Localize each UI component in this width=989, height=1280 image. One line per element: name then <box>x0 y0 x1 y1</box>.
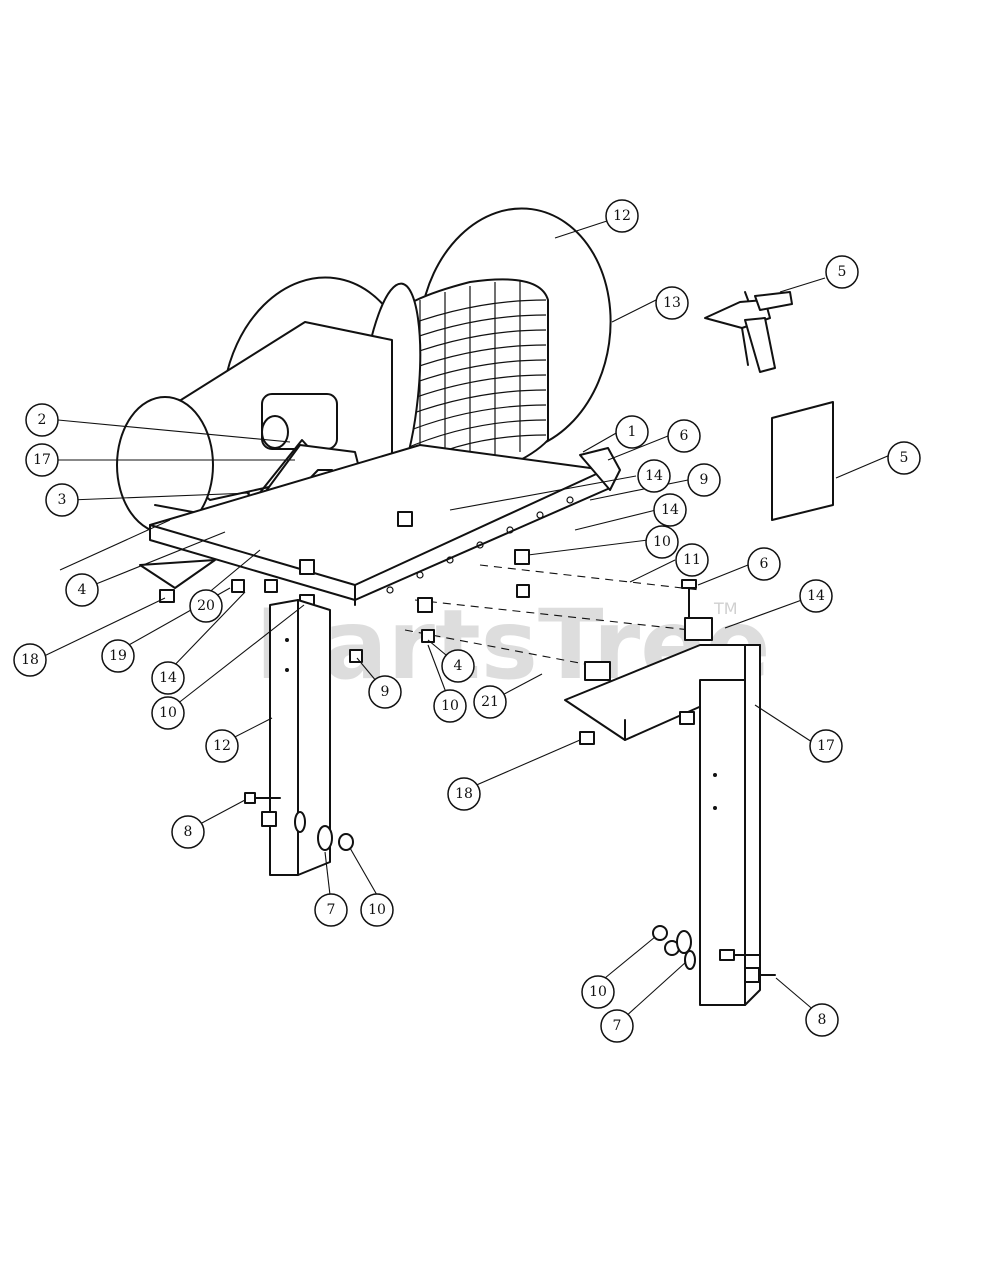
svg-text:14: 14 <box>661 502 679 518</box>
svg-text:9: 9 <box>381 684 390 700</box>
callout-14: 14 <box>151 661 185 695</box>
svg-text:17: 17 <box>33 452 51 468</box>
callout-18: 18 <box>13 643 47 677</box>
svg-text:1: 1 <box>628 424 637 440</box>
svg-text:7: 7 <box>327 902 336 918</box>
callout-6: 6 <box>667 419 701 453</box>
svg-text:4: 4 <box>454 658 463 674</box>
svg-text:10: 10 <box>653 534 671 550</box>
svg-text:10: 10 <box>159 705 177 721</box>
callout-11: 11 <box>675 543 709 577</box>
callout-2: 2 <box>25 403 59 437</box>
left-leg <box>244 599 354 876</box>
svg-text:10: 10 <box>368 902 386 918</box>
svg-text:14: 14 <box>159 670 177 686</box>
callout-7: 7 <box>314 893 348 927</box>
callout-3: 3 <box>45 483 79 517</box>
spray-gun <box>704 291 793 373</box>
svg-text:18: 18 <box>21 652 39 668</box>
svg-text:7: 7 <box>613 1018 622 1034</box>
callout-10: 10 <box>581 975 615 1009</box>
svg-text:11: 11 <box>683 552 701 568</box>
callout-4: 4 <box>65 573 99 607</box>
svg-text:3: 3 <box>58 492 67 508</box>
svg-text:13: 13 <box>663 295 681 311</box>
callout-4: 4 <box>441 649 475 683</box>
svg-text:8: 8 <box>184 824 193 840</box>
callout-17: 17 <box>809 729 843 763</box>
svg-text:5: 5 <box>838 264 847 280</box>
callout-1: 1 <box>615 415 649 449</box>
callout-14: 14 <box>653 493 687 527</box>
callout-18: 18 <box>447 777 481 811</box>
callout-14: 14 <box>799 579 833 613</box>
svg-text:12: 12 <box>613 208 631 224</box>
leader-lines <box>39 219 891 1019</box>
svg-text:6: 6 <box>760 556 769 572</box>
callout-17: 17 <box>25 443 59 477</box>
right-leg <box>564 644 776 1006</box>
callout-19: 19 <box>101 639 135 673</box>
svg-text:6: 6 <box>680 428 689 444</box>
svg-text:8: 8 <box>818 1012 827 1028</box>
callout-13: 13 <box>655 286 689 320</box>
hose-reel <box>116 207 612 536</box>
frame <box>139 444 713 681</box>
callout-9: 9 <box>368 675 402 709</box>
callout-8: 8 <box>805 1003 839 1037</box>
callout-5: 5 <box>887 441 921 475</box>
callout-10: 10 <box>645 525 679 559</box>
svg-text:21: 21 <box>481 694 499 710</box>
svg-text:9: 9 <box>700 472 709 488</box>
callout-21: 21 <box>473 685 507 719</box>
callout-6: 6 <box>747 547 781 581</box>
callout-12: 12 <box>605 199 639 233</box>
svg-text:14: 14 <box>807 588 825 604</box>
svg-text:4: 4 <box>78 582 87 598</box>
svg-text:20: 20 <box>197 598 215 614</box>
callout-12: 12 <box>205 729 239 763</box>
callout-14: 14 <box>637 459 671 493</box>
callout-10: 10 <box>360 893 394 927</box>
callout-20: 20 <box>189 589 223 623</box>
svg-text:17: 17 <box>817 738 835 754</box>
watermark-trademark: TM <box>713 599 738 618</box>
svg-text:18: 18 <box>455 786 473 802</box>
svg-text:5: 5 <box>900 450 909 466</box>
svg-text:10: 10 <box>589 984 607 1000</box>
callout-5: 5 <box>825 255 859 289</box>
callout-7: 7 <box>600 1009 634 1043</box>
callouts: 12 5 13 2 1 6 17 5 3 14 9 14 10 11 6 4 2… <box>13 199 921 1043</box>
decal-plate <box>771 401 834 521</box>
svg-text:10: 10 <box>441 698 459 714</box>
callout-10: 10 <box>151 696 185 730</box>
callout-9: 9 <box>687 463 721 497</box>
callout-10: 10 <box>433 689 467 723</box>
svg-text:14: 14 <box>645 468 663 484</box>
svg-text:2: 2 <box>38 412 47 428</box>
svg-text:19: 19 <box>109 648 127 664</box>
svg-text:12: 12 <box>213 738 231 754</box>
callout-8: 8 <box>171 815 205 849</box>
